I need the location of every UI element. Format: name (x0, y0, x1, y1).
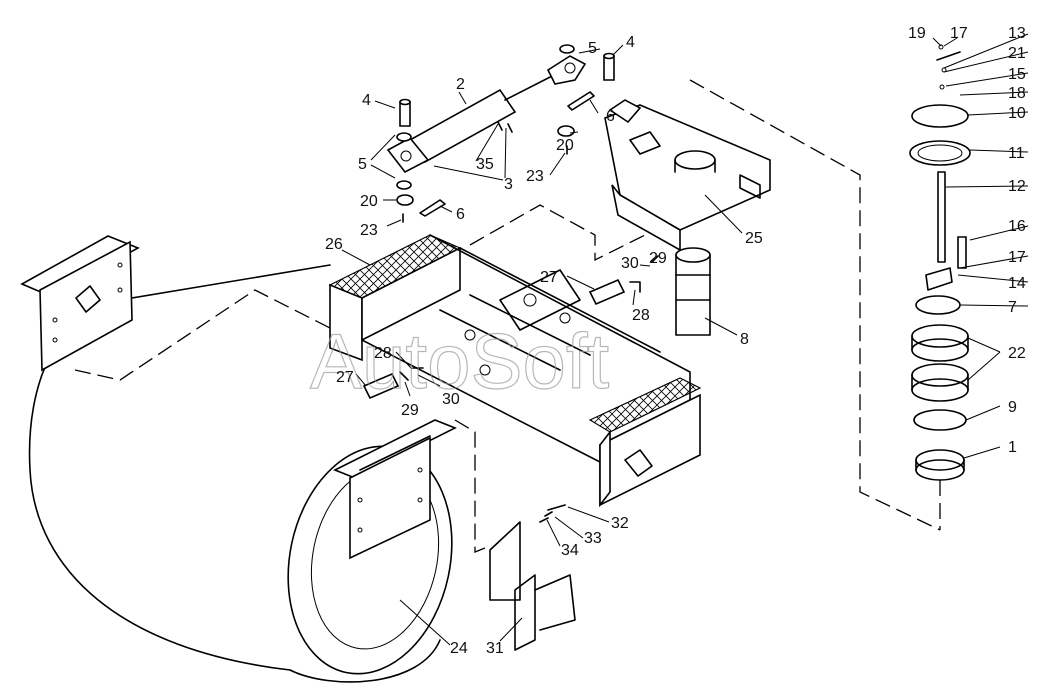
part-label: 29 (401, 402, 419, 419)
part-label: 6 (606, 108, 615, 125)
part-label: 15 (1008, 66, 1026, 83)
watermark-text: AutoSoft (310, 317, 610, 405)
hydraulic-cylinder (386, 55, 587, 174)
part-label: 16 (1008, 218, 1026, 235)
part-label: 17 (950, 25, 968, 42)
part-label: 28 (632, 307, 650, 324)
part-label: 12 (1008, 178, 1026, 195)
drum-roller (28, 264, 453, 683)
part-label: 8 (740, 331, 749, 348)
leader-lines (341, 33, 1029, 646)
part-label: 14 (1008, 275, 1026, 292)
part-label: 18 (1008, 85, 1026, 102)
part-label: 35 (476, 156, 494, 173)
assembly-dash-lines (74, 79, 941, 553)
part-label: 4 (362, 92, 371, 109)
part-label: 22 (1008, 345, 1026, 362)
part-label: 13 (1008, 25, 1026, 42)
part-label: 21 (1008, 45, 1026, 62)
part-label: 34 (561, 542, 579, 559)
part-label: 3 (504, 176, 513, 193)
bearing-stack (909, 44, 971, 481)
part-label: 31 (486, 640, 504, 657)
pins-and-washers (396, 44, 615, 223)
part-label: 23 (360, 222, 378, 239)
part-label: 29 (649, 250, 667, 267)
part-label: 17 (1008, 249, 1026, 266)
part-label: 32 (611, 515, 629, 532)
part-label: 28 (374, 345, 392, 362)
part-label: 6 (456, 206, 465, 223)
part-label: 4 (626, 34, 635, 51)
main-frame (328, 234, 702, 508)
part-label: 27 (540, 269, 558, 286)
part-label: 19 (908, 25, 926, 42)
mounting-plate (604, 99, 771, 252)
part-label: 25 (745, 230, 763, 247)
part-label: 33 (584, 530, 602, 547)
part-label: 7 (1008, 299, 1017, 316)
part-label: 5 (358, 156, 367, 173)
scraper-bracket (489, 504, 576, 651)
drum-end-plate-left (20, 235, 140, 372)
part-label: 9 (1008, 399, 1017, 416)
part-label: 24 (450, 640, 468, 657)
part-label: 20 (360, 193, 378, 210)
drum-end-plate-right (333, 419, 457, 560)
part-label: 10 (1008, 105, 1026, 122)
pivot-pin (675, 247, 711, 336)
part-label: 11 (1008, 145, 1025, 162)
side-pins (362, 255, 659, 400)
part-label: 20 (556, 137, 574, 154)
part-label: 2 (456, 76, 465, 93)
part-label: 1 (1008, 439, 1017, 456)
part-label: 30 (442, 391, 460, 408)
part-label: 26 (325, 236, 343, 253)
part-label: 27 (336, 369, 354, 386)
part-number-labels: 1 2 3 4 4 5 5 6 6 7 8 9 10 11 12 13 14 1… (325, 25, 1026, 657)
part-label: 5 (588, 40, 597, 57)
part-label: 23 (526, 168, 544, 185)
part-label: 30 (621, 255, 639, 272)
